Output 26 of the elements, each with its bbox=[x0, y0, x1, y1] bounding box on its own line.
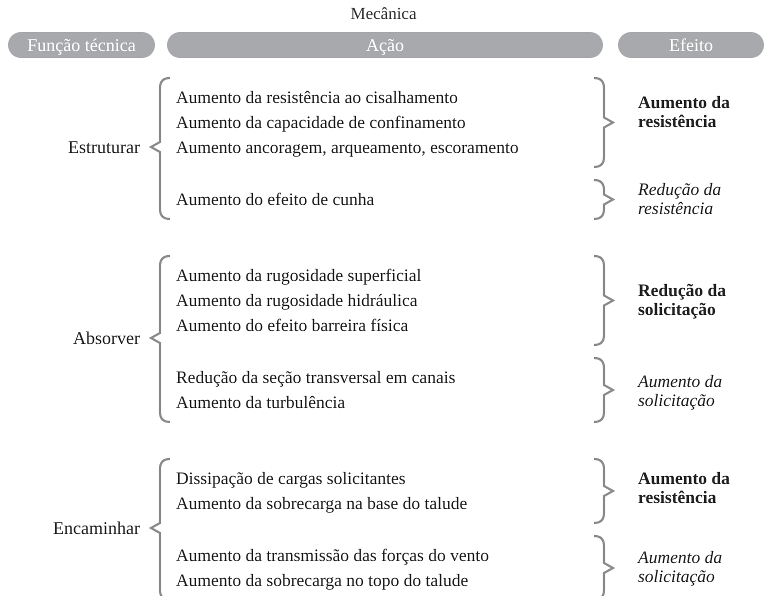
effect-label: Aumento da solicitação bbox=[638, 372, 766, 410]
action-text: Aumento da transmissão das forças do vento bbox=[176, 544, 489, 567]
action-text: Dissipação de cargas solicitantes bbox=[176, 467, 407, 490]
effect-label: Aumento da solicitação bbox=[638, 548, 766, 586]
effect-label: Redução da resistência bbox=[638, 180, 766, 218]
header-pill: Função técnica bbox=[8, 32, 155, 58]
action-text: Aumento da resistência ao cisalhamento bbox=[176, 86, 459, 109]
action-text: Aumento da sobrecarga no topo do talude bbox=[176, 569, 470, 592]
action-text: Redução da seção transversal em canais bbox=[176, 366, 456, 389]
header-pill: Efeito bbox=[618, 32, 764, 58]
action-text: Aumento do efeito barreira física bbox=[176, 314, 410, 337]
action-text: Aumento da turbulência bbox=[176, 391, 346, 414]
function-label: Absorver bbox=[73, 326, 140, 350]
function-label: Estruturar bbox=[68, 135, 140, 159]
action-text: Aumento da rugosidade hidráulica bbox=[176, 289, 419, 312]
diagram-title: Mecânica bbox=[349, 4, 418, 24]
action-text: Aumento da sobrecarga na base do talude bbox=[176, 492, 468, 515]
function-label: Encaminhar bbox=[53, 516, 140, 540]
header-pill: Ação bbox=[167, 32, 603, 58]
effect-label: Aumento da resistência bbox=[638, 93, 766, 131]
action-text: Aumento ancoragem, arqueamento, escoramento bbox=[176, 136, 519, 159]
action-text: Aumento do efeito de cunha bbox=[176, 188, 374, 211]
action-text: Aumento da capacidade de confinamento bbox=[176, 111, 467, 134]
effect-label: Redução da solicitação bbox=[638, 281, 766, 319]
effect-label: Aumento da resistência bbox=[638, 469, 766, 507]
action-text: Aumento da rugosidade superficial bbox=[176, 264, 422, 287]
